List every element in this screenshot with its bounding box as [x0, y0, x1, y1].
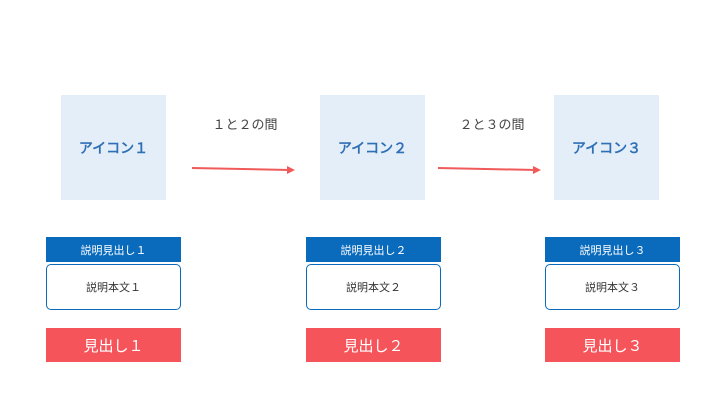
- desc-body-3: 説明本文３: [545, 264, 680, 310]
- icon-box-2: アイコン２: [320, 95, 425, 200]
- icon-box-2-label: アイコン２: [337, 140, 408, 157]
- arrow-2-3: [437, 167, 537, 171]
- desc-heading-1: 説明見出し１: [46, 237, 181, 262]
- connector-label-2-3: ２と３の間: [459, 118, 525, 133]
- heading-1: 見出し１: [46, 328, 181, 362]
- icon-box-3-label: アイコン３: [571, 140, 642, 157]
- desc-body-1: 説明本文１: [46, 264, 181, 310]
- icon-box-1-label: アイコン１: [78, 140, 149, 157]
- arrow-2-3-head: [533, 166, 541, 174]
- connector-label-1-2: １と２の間: [212, 118, 278, 133]
- icon-box-1: アイコン１: [61, 95, 166, 200]
- desc-heading-3: 説明見出し３: [545, 237, 680, 262]
- heading-2: 見出し２: [306, 328, 441, 362]
- icon-box-3: アイコン３: [554, 95, 659, 200]
- arrow-1-2-head: [287, 166, 295, 174]
- desc-body-2: 説明本文２: [306, 264, 441, 310]
- heading-3: 見出し３: [545, 328, 680, 362]
- desc-heading-2: 説明見出し２: [306, 237, 441, 262]
- arrow-1-2: [191, 167, 291, 171]
